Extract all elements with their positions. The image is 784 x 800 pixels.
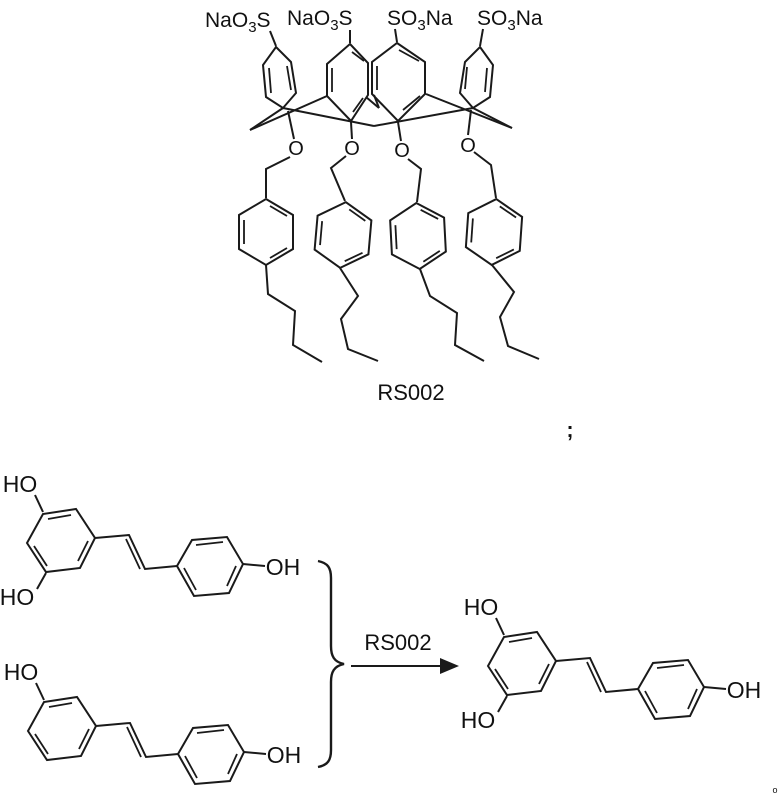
reaction-arrow-group: RS002 <box>351 630 459 674</box>
butyl-chains <box>265 264 540 363</box>
sulfonate-label-4: SO3Na <box>477 7 543 34</box>
calixarene-name-label: RS002 <box>377 380 444 405</box>
ether-oxygens: O O O O <box>287 109 476 162</box>
substrate-resveratrol <box>0 471 300 610</box>
butyl-chain-1 <box>265 264 323 363</box>
ether-oxygen-label-3: O <box>394 140 410 162</box>
benzyl-linkers <box>265 151 497 203</box>
pendant-ring-1 <box>238 198 294 266</box>
pendant-ring-3 <box>388 200 448 272</box>
pendant-ring-4 <box>463 196 525 268</box>
sulfonate-label-2: NaO3S <box>287 7 353 34</box>
substrate-dihydroxystilbene <box>2 658 303 785</box>
butyl-chain-4 <box>491 264 540 360</box>
separator-semicolon: ; <box>567 419 574 442</box>
product-resveratrol <box>461 594 762 733</box>
reaction-scheme: RS002 <box>0 471 762 785</box>
calix-ring-b <box>326 42 369 123</box>
pendant-phenyl-rings <box>238 196 525 272</box>
ether-oxygen-label-1: O <box>288 138 304 160</box>
calixarene-structure: NaO3S NaO3S SO3Na SO3Na <box>205 7 543 405</box>
sulfonate-bonds <box>269 28 484 47</box>
calix-ring-c <box>371 41 426 123</box>
sulfonate-label-3: SO3Na <box>387 7 453 34</box>
pendant-ring-2 <box>312 198 374 272</box>
reaction-arrow-head <box>440 658 459 674</box>
butyl-chain-2 <box>339 267 379 362</box>
ether-oxygen-label-2: O <box>344 138 360 160</box>
footnote-mark: o <box>772 785 777 795</box>
grouping-brace <box>317 559 345 769</box>
calix-ring-d <box>458 45 495 110</box>
butyl-chain-3 <box>419 268 485 362</box>
ether-oxygen-label-4: O <box>460 135 476 157</box>
calix-ring-a <box>261 45 298 110</box>
sulfonate-label-1: NaO3S <box>205 9 271 36</box>
arrow-catalyst-label: RS002 <box>364 630 431 655</box>
